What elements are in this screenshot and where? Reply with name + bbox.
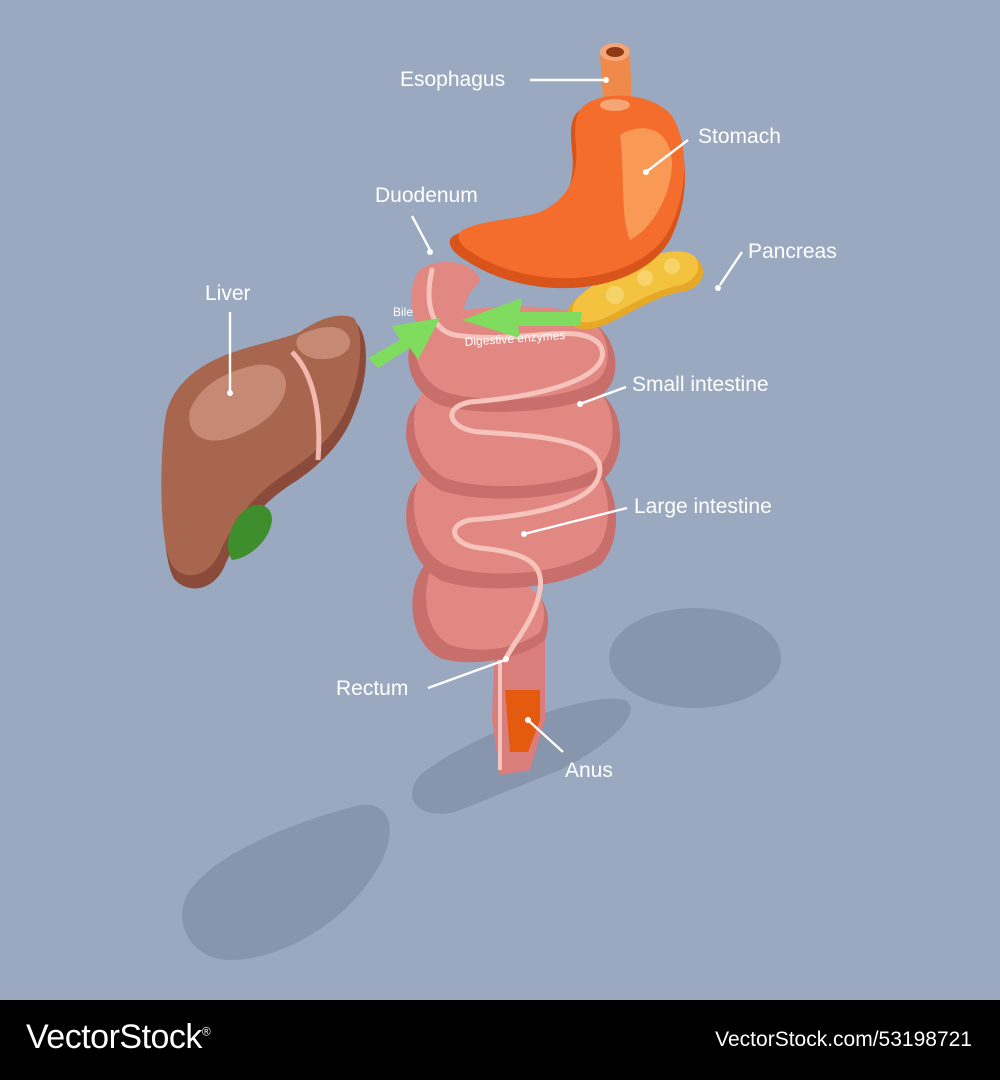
label-pancreas: Pancreas: [715, 240, 837, 291]
pancreas-label: Pancreas: [748, 240, 837, 263]
arrows: [368, 298, 582, 368]
label-large-intestine: Large intestine: [521, 495, 772, 537]
stock-id: VectorStock.com/53198721: [715, 1028, 972, 1051]
vectorstock-logo: VectorStock®: [26, 1018, 211, 1057]
liver-label: Liver: [205, 282, 251, 305]
footer-bar: VectorStock® VectorStock.com/53198721: [0, 1000, 1000, 1080]
brand-name: VectorStock: [26, 1018, 202, 1056]
rectum-label: Rectum: [336, 677, 408, 700]
intestine-highlight: [426, 267, 605, 663]
enzymes-arrow: [462, 298, 582, 338]
intestine-organ: [406, 261, 621, 775]
bile-label: Bile: [393, 305, 413, 319]
label-rectum: Rectum: [336, 656, 509, 700]
ground-shadows: [182, 608, 781, 960]
stomach-organ: [449, 43, 685, 289]
anatomy-illustration: Esophagus Stomach Duodenum Pancreas Live…: [0, 0, 1000, 1000]
label-esophagus: Esophagus: [400, 68, 609, 91]
anus-label: Anus: [565, 759, 613, 782]
pancreas-organ: [567, 251, 704, 330]
label-liver: Liver: [205, 282, 251, 396]
bile-arrow: [368, 318, 440, 368]
large-intestine-label: Large intestine: [634, 495, 772, 518]
registered-mark: ®: [201, 1024, 211, 1039]
label-stomach: Stomach: [643, 125, 781, 175]
label-small-intestine: Small intestine: [577, 373, 769, 407]
small-intestine-label: Small intestine: [632, 373, 769, 396]
label-anus: Anus: [525, 717, 613, 782]
esophagus-label: Esophagus: [400, 68, 505, 91]
label-duodenum: Duodenum: [375, 184, 478, 255]
duodenum-label: Duodenum: [375, 184, 478, 207]
stomach-label: Stomach: [698, 125, 781, 148]
liver-organ: [161, 315, 366, 589]
